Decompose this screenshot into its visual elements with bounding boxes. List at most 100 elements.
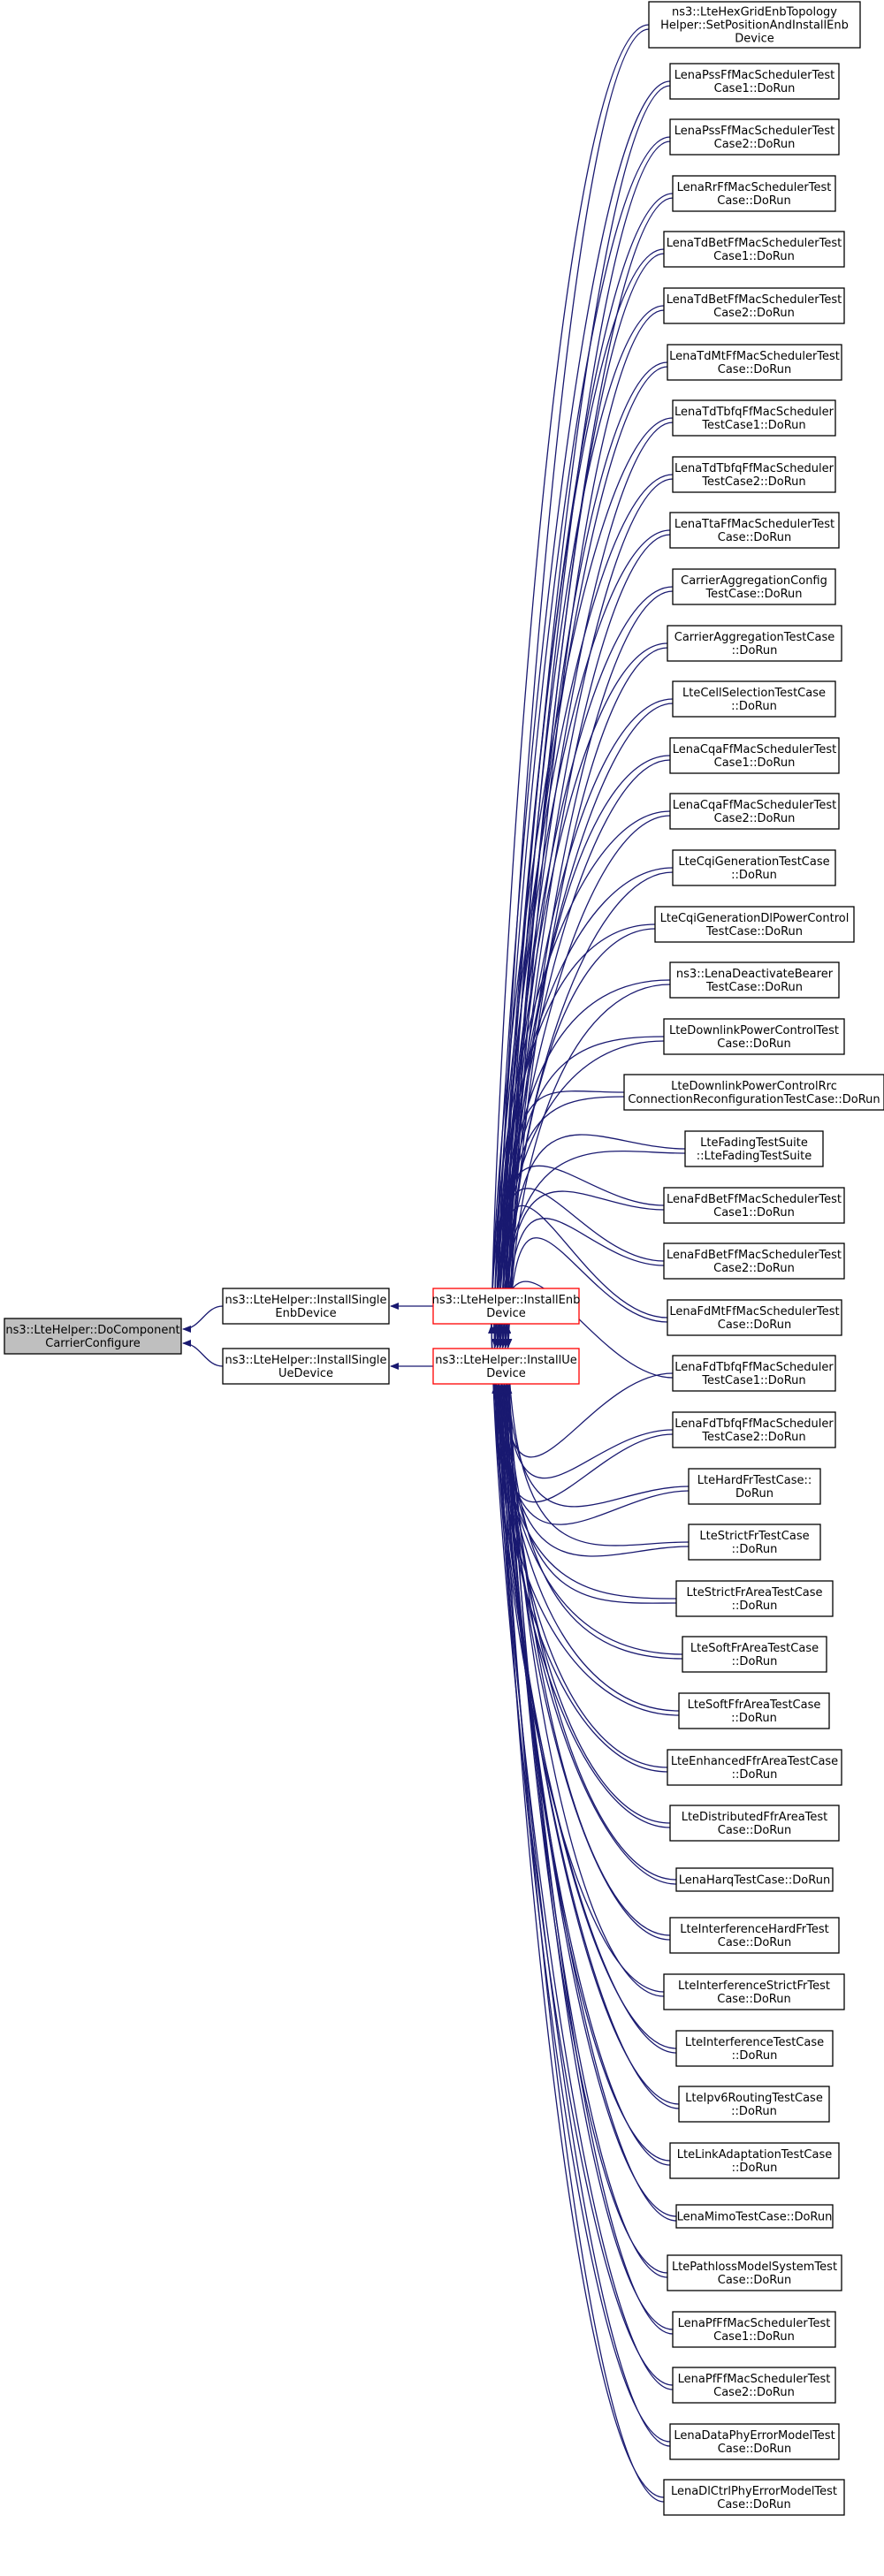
caller-node-10-label-line: Case::DoRun <box>718 531 791 544</box>
caller-node-14-label-line: LenaCqaFfMacSchedulerTest <box>673 743 837 756</box>
caller-node-38[interactable]: LteIpv6RoutingTestCase::DoRun <box>678 2086 830 2123</box>
caller-edge-ue-23 <box>502 1218 665 1348</box>
caller-node-43-label-line: Case2::DoRun <box>713 2386 795 2399</box>
caller-node-12[interactable]: CarrierAggregationTestCase::DoRun <box>667 625 842 662</box>
caller-edge-enb-21 <box>504 1134 686 1326</box>
caller-node-16[interactable]: LteCqiGenerationTestCase::DoRun <box>672 849 836 886</box>
caller-node-3-box <box>669 118 840 156</box>
caller-node-31[interactable]: LteSoftFfrAreaTestCase::DoRun <box>678 1692 830 1729</box>
node-uedev-box <box>222 1348 390 1385</box>
caller-node-30-box <box>682 1636 827 1673</box>
root-node[interactable]: ns3::LteHelper::DoComponentCarrierConfig… <box>4 1318 182 1355</box>
caller-node-13-box <box>672 680 836 718</box>
caller-node-9-label-line: TestCase2::DoRun <box>701 475 805 489</box>
caller-node-40[interactable]: LenaMimoTestCase::DoRun <box>675 2204 834 2229</box>
caller-node-8-label-line: TestCase1::DoRun <box>701 419 805 432</box>
caller-node-37[interactable]: LteInterferenceTestCase::DoRun <box>675 2030 834 2067</box>
caller-node-29-label-line: ::DoRun <box>732 1600 778 1613</box>
caller-node-30[interactable]: LteSoftFrAreaTestCase::DoRun <box>682 1636 827 1673</box>
caller-edge-ue-42 <box>505 1385 674 2335</box>
caller-node-13[interactable]: LteCellSelectionTestCase::DoRun <box>672 680 836 718</box>
caller-edge-ue-5 <box>502 253 665 1348</box>
caller-node-20[interactable]: LteDownlinkPowerControlRrcConnectionReco… <box>623 1074 884 1111</box>
caller-node-27-label-line: DoRun <box>735 1487 774 1501</box>
caller-edge-enb-35 <box>504 1325 671 1936</box>
node-ienb-label-line: ns3::LteHelper::InstallEnb <box>432 1294 581 1307</box>
caller-node-22-label-line: Case1::DoRun <box>713 1206 795 1220</box>
caller-node-7-label-line: LenaTdMtFfMacSchedulerTest <box>669 350 840 363</box>
caller-node-20-box <box>623 1074 884 1111</box>
caller-node-28-label-line: ::DoRun <box>732 1543 778 1556</box>
caller-edge-enb-25 <box>496 1325 674 1458</box>
caller-node-2-label-line: Case1::DoRun <box>714 82 796 95</box>
caller-node-34[interactable]: LenaHarqTestCase::DoRun <box>675 1867 834 1892</box>
caller-node-33-label-line: LteDistributedFfrAreaTest <box>682 1811 828 1824</box>
caller-node-5-label-line: LenaTdBetFfMacSchedulerTest <box>667 237 842 250</box>
caller-node-17[interactable]: LteCqiGenerationDlPowerControlTestCase::… <box>654 906 855 943</box>
caller-node-17-label-line: TestCase::DoRun <box>705 925 803 938</box>
caller-node-29[interactable]: LteStrictFrAreaTestCase::DoRun <box>675 1580 834 1617</box>
caller-edge-ue-14 <box>494 759 671 1348</box>
caller-edge-ue-11 <box>502 590 674 1348</box>
caller-node-9-label-line: LenaTdTbfqFfMacScheduler <box>674 462 834 475</box>
caller-node-36-label-line: LteInterferenceStrictFrTest <box>678 1979 830 1993</box>
caller-node-11-label-line: TestCase::DoRun <box>705 588 802 601</box>
caller-node-3-label-line: Case2::DoRun <box>714 138 796 151</box>
caller-node-36-box <box>663 1973 845 2010</box>
edge-enbdev-to-root <box>182 1305 224 1333</box>
caller-node-44-label-line: Case::DoRun <box>718 2443 791 2456</box>
caller-node-22-box <box>663 1187 845 1224</box>
caller-node-33-box <box>669 1805 840 1842</box>
caller-edge-enb-40 <box>499 1325 677 2217</box>
caller-node-45-label-line: LenaDlCtrlPhyErrorModelTest <box>671 2485 837 2498</box>
caller-node-18-label-line: TestCase::DoRun <box>705 981 803 994</box>
caller-node-1[interactable]: ns3::LteHexGridEnbTopologyHelper::SetPos… <box>648 1 861 49</box>
caller-node-27[interactable]: LteHardFrTestCase::DoRun <box>688 1468 821 1505</box>
caller-edge-ue-19 <box>492 1040 665 1348</box>
caller-edge-ue-16 <box>499 871 674 1348</box>
caller-node-32[interactable]: LteEnhancedFfrAreaTestCase::DoRun <box>667 1749 842 1786</box>
caller-node-28[interactable]: LteStrictFrTestCase::DoRun <box>688 1524 821 1561</box>
caller-node-43-label-line: LenaPfFfMacSchedulerTest <box>678 2373 831 2386</box>
caller-node-20-label-line: LteDownlinkPowerControlRrc <box>671 1080 837 1093</box>
caller-node-35-label-line: LteInterferenceHardFrTest <box>680 1923 828 1936</box>
caller-node-37-box <box>675 2030 834 2067</box>
caller-node-39[interactable]: LteLinkAdaptationTestCase::DoRun <box>669 2142 840 2179</box>
caller-node-21[interactable]: LteFadingTestSuite::LteFadingTestSuite <box>684 1130 824 1167</box>
caller-node-42-label-line: LenaPfFfMacSchedulerTest <box>678 2317 831 2330</box>
caller-node-39-box <box>669 2142 840 2179</box>
caller-node-11-label-line: CarrierAggregationConfig <box>681 574 827 588</box>
caller-node-17-label-line: LteCqiGenerationDlPowerControl <box>660 912 850 925</box>
